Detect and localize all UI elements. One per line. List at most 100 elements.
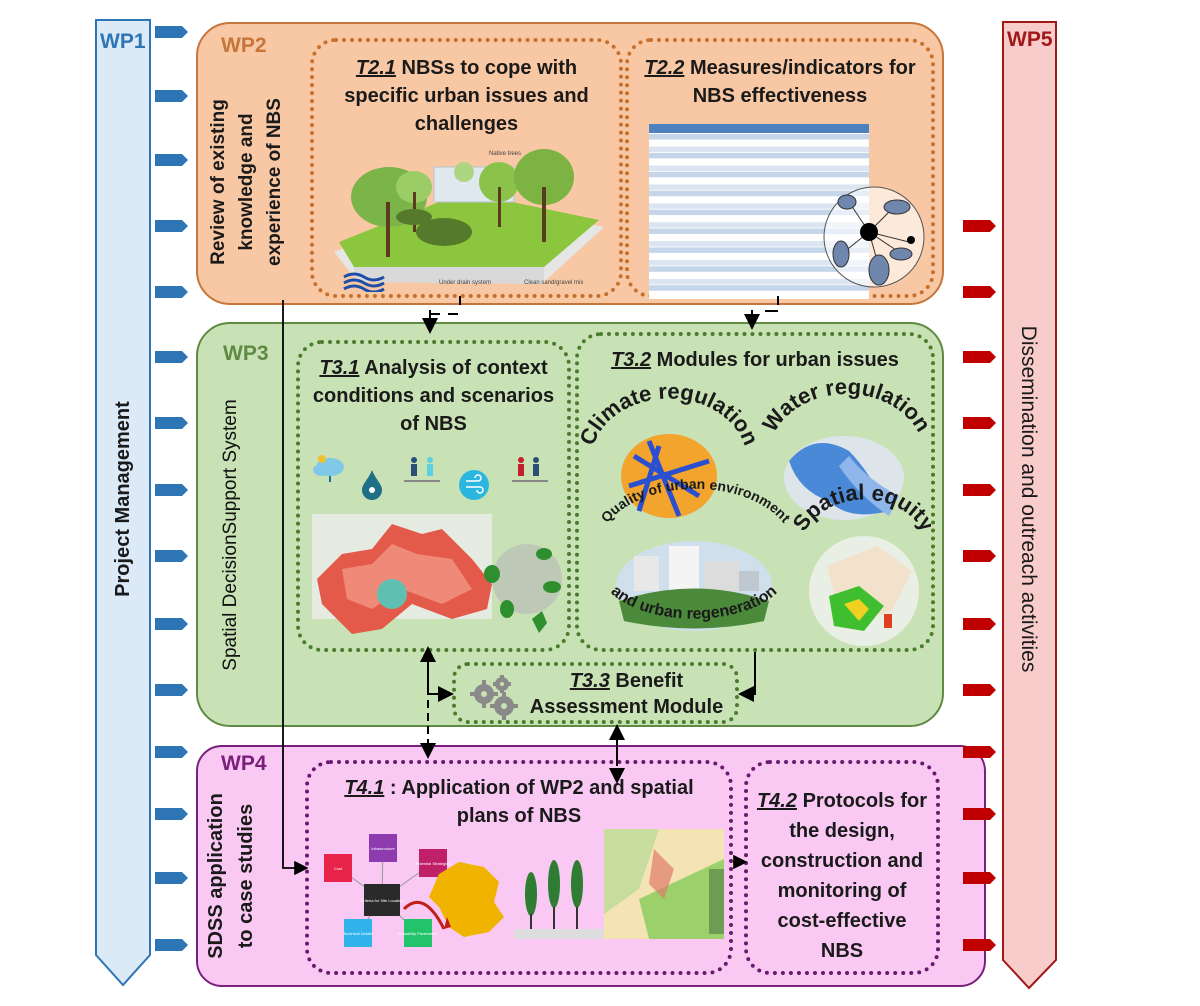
task-title: Measures/indicators for NBS effectivenes… xyxy=(689,57,916,107)
wp5-arrow-icon xyxy=(963,286,996,298)
mindmap-node xyxy=(369,834,397,862)
mindmap-node-label: Potential Strategies xyxy=(416,861,451,866)
wp1-arrow-icon xyxy=(155,872,188,884)
cloud-rain-icon xyxy=(313,455,344,482)
mindmap-node xyxy=(404,919,432,947)
table-row xyxy=(649,171,869,178)
mindmap: Criteria for Site Location Cost Infrastruc… xyxy=(324,834,450,947)
urban-modules: Climate regulation Water regulation Qual… xyxy=(579,374,931,646)
table-row xyxy=(649,285,869,291)
wp1-arrow-icon xyxy=(155,154,188,166)
table-row xyxy=(649,266,869,272)
task-title: Protocols for the design, construction a… xyxy=(760,790,928,962)
urban-quality-module[interactable]: Quality of urban environment and urban r… xyxy=(597,476,794,631)
task-code: T4.2 xyxy=(756,790,797,812)
table-row xyxy=(649,209,869,216)
indicator-table-thumbnail xyxy=(649,124,869,299)
task-t3-3[interactable]: T3.3 Benefit Assessment Module xyxy=(452,662,739,724)
wp1-arrow-icon xyxy=(155,684,188,696)
people-icon xyxy=(404,457,440,482)
gears-icon xyxy=(470,675,518,720)
wp1-arrow-icon xyxy=(155,484,188,496)
table-row xyxy=(649,241,869,247)
task-t2-2[interactable]: T2.2 Measures/indicators for NBS effecti… xyxy=(625,38,935,299)
wp5-title: Dissemination and outreach activities xyxy=(1017,325,1040,673)
wp1-arrow-icon xyxy=(155,286,188,298)
wp1-arrow-icon xyxy=(155,618,188,630)
table-row xyxy=(649,228,869,234)
wp1-label: WP1 xyxy=(100,30,146,53)
table-row xyxy=(649,222,869,228)
task-title: NBSs to cope with specific urban issues … xyxy=(344,57,589,135)
wp5-arrow-icon xyxy=(963,550,996,562)
table-row xyxy=(649,152,869,159)
table-row xyxy=(649,234,869,241)
task-t3-2[interactable]: T3.2 Modules for urban issues Climate re… xyxy=(575,332,935,652)
table-row xyxy=(649,197,869,203)
mindmap-node xyxy=(324,854,352,882)
wp4-title-line2: to case studies xyxy=(235,803,257,949)
illustration-label: Under drain system xyxy=(439,280,491,286)
mindmap-node xyxy=(344,919,372,947)
task-title: Benefit Assessment Module xyxy=(529,670,724,718)
wp5-arrow-icon xyxy=(963,484,996,496)
wp5-arrow-icon xyxy=(963,684,996,696)
table-row xyxy=(649,278,869,285)
table-row xyxy=(649,190,869,197)
table-row xyxy=(649,253,869,260)
mindmap-center-label: Criteria for Site Location xyxy=(361,898,404,903)
mindmap-node-label: Infrastructure xyxy=(371,846,395,851)
wind-icon xyxy=(459,470,489,500)
task-title: : Application of WP2 and spatial plans o… xyxy=(389,777,694,827)
task-code: T2.2 xyxy=(644,57,685,79)
wp1-arrow-icon xyxy=(155,417,188,429)
illustration-label: Native trees xyxy=(489,151,521,157)
tree-section xyxy=(514,860,609,939)
table-row xyxy=(649,165,869,171)
context-maps xyxy=(312,514,562,634)
wp5-label: WP5 xyxy=(1007,28,1053,51)
wp2-label: WP2 xyxy=(221,34,267,57)
table-row xyxy=(649,247,869,253)
wp4-title-line1: SDSS application xyxy=(205,793,227,959)
task-t4-2[interactable]: T4.2 Protocols for the design, construct… xyxy=(744,760,940,975)
task-t4-1[interactable]: T4.1 : Application of WP2 and spatial pl… xyxy=(305,760,733,975)
wp1-arrow-icon xyxy=(155,939,188,951)
wp1-title: Project Management xyxy=(112,401,134,597)
region-map xyxy=(402,862,504,937)
table-row xyxy=(649,178,869,184)
wp5-arrow-icon xyxy=(963,351,996,363)
spatial-plan-map xyxy=(604,829,724,939)
context-icons xyxy=(313,455,548,500)
task-t3-1[interactable]: T3.1 Analysis of context conditions and … xyxy=(296,340,571,652)
wp1-arrow-icon xyxy=(155,26,188,38)
wp4-title: SDSS application to case studies xyxy=(201,781,261,971)
task-code: T3.3 xyxy=(569,670,610,692)
table-row xyxy=(649,272,869,279)
mindmap-node-label: Technical Details xyxy=(343,931,373,936)
table-row xyxy=(649,203,869,209)
table-row xyxy=(649,260,869,266)
table-row xyxy=(649,184,869,190)
task-t2-1[interactable]: T2.1 NBSs to cope with specific urban is… xyxy=(310,38,623,298)
table-row xyxy=(649,140,869,146)
task-code: T3.1 xyxy=(319,357,360,379)
wp2-title: Review of existing knowledge and experie… xyxy=(208,98,285,266)
wp1-arrow-icon xyxy=(155,90,188,102)
wp1-arrow-icon xyxy=(155,550,188,562)
table-row xyxy=(649,146,869,153)
wp1-arrow-icon xyxy=(155,220,188,232)
mindmap-node-label: Cost xyxy=(334,866,343,871)
table-row xyxy=(649,134,869,140)
wp3-title: Spatial DecisionSupport System xyxy=(220,399,241,671)
water-drop-icon xyxy=(362,470,382,500)
mindmap-node-label: Feasibility Parameters xyxy=(398,931,438,936)
wp1-arrow-icon xyxy=(155,351,188,363)
wp1-arrow-icon xyxy=(155,746,188,758)
task-code: T3.2 xyxy=(611,349,652,371)
table-row xyxy=(649,159,869,165)
task-code: T4.1 xyxy=(344,777,385,799)
module-label-water: Water regulation xyxy=(757,374,931,436)
wp3-label: WP3 xyxy=(223,342,269,365)
spatial-equity-module[interactable]: Spatial equity xyxy=(788,479,931,646)
